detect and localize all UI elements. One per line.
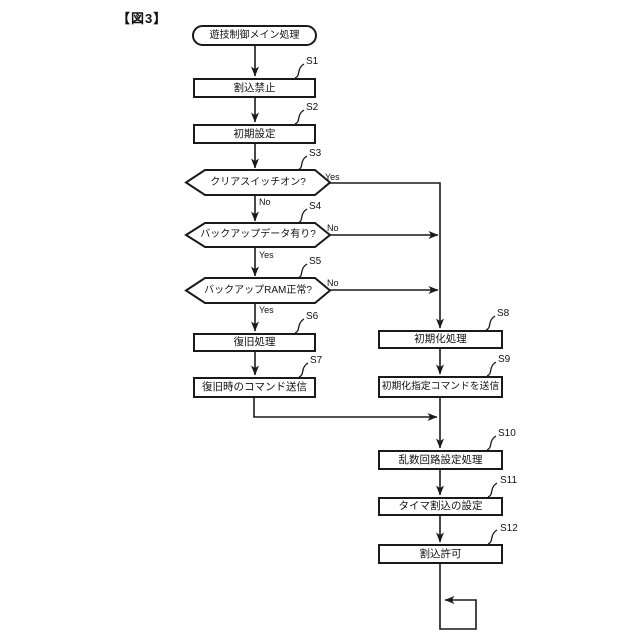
leader-s5 [297,263,308,279]
decision-s3-label: クリアスイッチオン? [210,176,306,188]
step-tag-s1: S1 [306,56,319,67]
branch-label-s5-no: No [327,278,339,288]
leader-s2 [294,109,305,125]
leader-s3 [297,155,308,171]
step-tag-s4: S4 [309,201,322,212]
step-tag-s6: S6 [306,311,319,322]
branch-label-s4-yes: Yes [259,250,274,260]
process-box-s1: 割込禁止 [193,78,316,98]
process-box-s9: 初期化指定コマンドを送信 [378,376,503,398]
start-node: 遊技制御メイン処理 [192,25,317,46]
step-tag-s8: S8 [497,308,510,319]
edge-s7-join [253,398,438,421]
branch-label-s3-no: No [259,197,271,207]
step-tag-s7: S7 [310,355,323,366]
leader-s9 [486,361,497,377]
step-tag-s3: S3 [309,148,322,159]
loop-symbol [439,564,477,630]
process-box-s7: 復旧時のコマンド送信 [193,377,316,398]
leader-s12 [487,529,498,545]
edge-s3-yes-s8 [330,182,444,329]
step-tag-s5: S5 [309,256,322,267]
leader-s6 [294,318,305,334]
decision-s5-label: バックアップRAM正常? [204,284,312,296]
step-tag-s12: S12 [500,523,518,534]
leader-s1 [294,63,305,79]
process-box-s11: タイマ割込の設定 [378,497,503,516]
step-tag-s2: S2 [306,102,319,113]
step-tag-s10: S10 [498,428,516,439]
branch-label-s5-yes: Yes [259,305,274,315]
process-box-s12: 割込許可 [378,544,503,564]
branch-label-s4-no: No [327,223,339,233]
leader-s10 [486,435,497,451]
figure-title: 【図3】 [117,11,168,26]
process-box-s6: 復旧処理 [193,333,316,352]
step-tag-s11: S11 [500,475,518,486]
process-box-s8: 初期化処理 [378,330,503,349]
leader-s8 [485,315,496,331]
process-box-s10: 乱数回路設定処理 [378,450,503,470]
leader-s4 [297,208,308,224]
step-tag-s9: S9 [498,354,511,365]
process-box-s2: 初期設定 [193,124,316,144]
leader-s11 [487,482,498,498]
branch-label-s3-yes: Yes [325,172,340,182]
leader-s7 [298,362,309,378]
decision-s4-label: バックアップデータ有り? [200,229,316,240]
